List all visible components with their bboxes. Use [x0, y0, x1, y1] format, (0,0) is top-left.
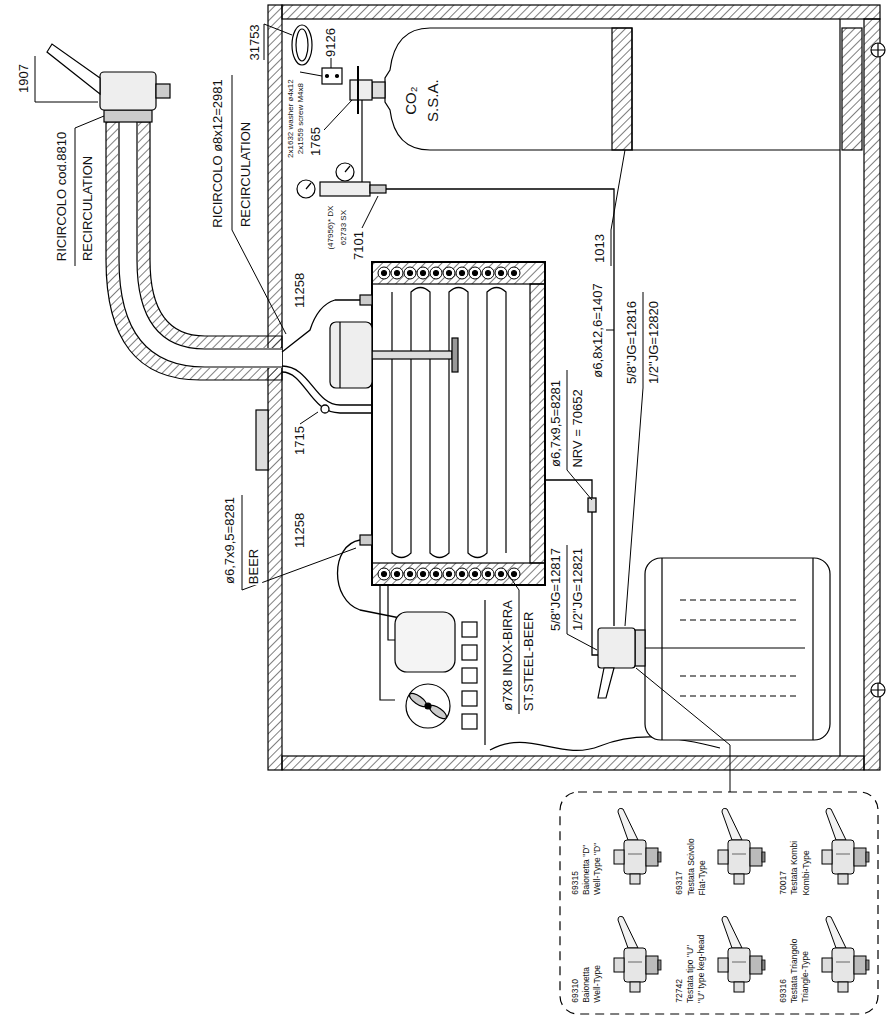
legend-label: Kombi-Type: [801, 849, 811, 896]
legend-label: 69317: [675, 870, 685, 896]
callout-label: 62733 SX: [338, 209, 347, 246]
legend-label: 69310: [571, 978, 581, 1004]
legend-label: Triangle-Type: [801, 950, 811, 1004]
callout-label: 1013: [592, 233, 607, 264]
co2-cylinder: [350, 28, 840, 150]
callout-label: 5/8"JG=12816: [625, 300, 640, 385]
legend-label: Testata Scivolo: [686, 837, 696, 896]
callout-label: 11258: [293, 271, 308, 308]
legend-label: 69315: [571, 870, 581, 896]
legend-label: Testata tipo "U": [686, 944, 696, 1004]
callout-label: 2x1559 screw M4x8: [295, 82, 304, 155]
callout-label: 1907: [16, 63, 31, 94]
callout-label: 5/8"JG=12817: [549, 547, 564, 632]
callout-label: ø6,7x9,5=8281: [549, 379, 564, 468]
legend-label: 69316: [779, 978, 789, 1004]
callout-label: 2x1632 washer ø4x12: [285, 78, 294, 159]
regulator: [292, 25, 386, 198]
callout-label: 1/2"JG=12820: [647, 300, 662, 385]
legend-label: Testata Kombi: [790, 840, 800, 896]
legend-label: "U" type keg-head: [697, 934, 707, 1004]
tap-column: [47, 44, 282, 380]
callout-label: BEER: [247, 548, 262, 585]
callout-label: ST.STEEL-BEER: [522, 610, 537, 712]
callout-label: 1/2"JG=12821: [571, 547, 586, 632]
callout-label: S.S.A.: [423, 78, 440, 123]
callout-label: 31753: [248, 23, 263, 61]
legend-label: 70017: [779, 870, 789, 896]
pipes: [282, 189, 614, 655]
callout-label: 9126: [323, 27, 338, 58]
callout-label: (47956)* DX: [326, 204, 335, 250]
callout-label: RECIRCULATION: [239, 121, 254, 228]
legend-label: Baionetta: [582, 966, 592, 1004]
callout-label: ø7X8 INOX-BIRRA: [500, 599, 515, 712]
callout-label: ø6,7x9,5=8281: [223, 496, 238, 585]
callout-label: CO₂: [402, 85, 419, 115]
leader-lines: [35, 24, 730, 792]
callout-label: RICIRCOLO ø8x12=2981: [211, 78, 226, 228]
callout-label: 7101: [351, 230, 366, 261]
legend-label: 72742: [675, 978, 685, 1004]
legend-label: Baionetta "D": [582, 844, 592, 896]
keg: [598, 558, 830, 740]
keg-head-legend: [560, 792, 878, 1014]
callout-label: 1715: [292, 425, 307, 456]
callout-label: RECIRCULATION: [81, 155, 96, 262]
legend-label: Testata Triangolo: [790, 937, 800, 1004]
callout-label: 1765: [308, 126, 323, 157]
legend-label: Flat-Type: [697, 859, 707, 896]
callout-label: NRV = 70652: [571, 388, 586, 468]
callout-label: 11258: [293, 511, 308, 548]
callout-label: RICIRCOLO cod.8810: [55, 131, 70, 262]
cooler: [330, 262, 545, 585]
callout-label: ø6,8x12,6=1407: [591, 282, 606, 378]
legend-label: Well-Type "D": [593, 842, 603, 896]
legend-label: Well-Type: [593, 964, 603, 1004]
cabinet: [256, 5, 885, 770]
